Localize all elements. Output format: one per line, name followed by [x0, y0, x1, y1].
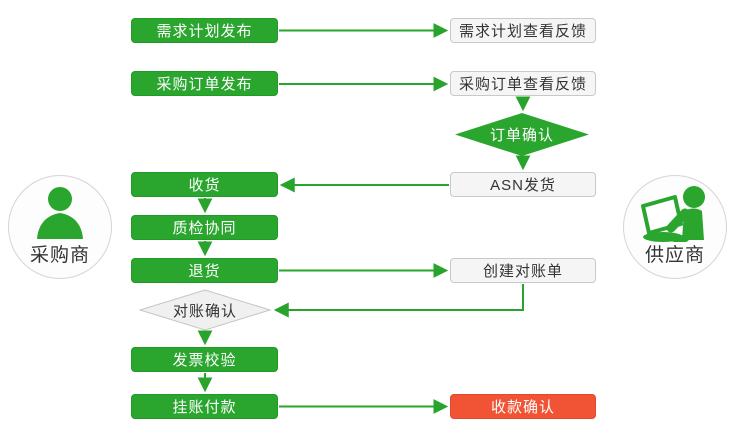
diamond-shape — [455, 113, 589, 156]
supplier-person-laptop-icon — [641, 186, 705, 242]
buyer-actor: 采购商 — [8, 175, 112, 279]
node-demand-plan-publish: 需求计划发布 — [131, 18, 278, 43]
node-receive-goods: 收货 — [131, 172, 278, 197]
node-purchase-order-feedback: 采购订单查看反馈 — [450, 71, 596, 96]
diamond-label: 订单确认 — [489, 127, 554, 144]
node-asn-ship: ASN发货 — [450, 172, 596, 197]
node-invoice-check: 发票校验 — [131, 347, 278, 372]
diamond-shape — [138, 289, 272, 331]
node-return-goods: 退货 — [131, 258, 278, 283]
buyer-label: 采购商 — [29, 245, 90, 266]
node-book-payment: 挂账付款 — [131, 394, 278, 419]
node-order-confirm: 订单确认 — [455, 113, 589, 156]
node-receipt-confirm: 收款确认 — [450, 394, 596, 419]
node-create-statement: 创建对账单 — [450, 258, 596, 283]
node-purchase-order-publish: 采购订单发布 — [131, 71, 278, 96]
node-quality-check: 质检协同 — [131, 215, 278, 240]
edge-statement-to-reconcile — [273, 284, 524, 318]
buyer-person-icon — [37, 187, 83, 239]
node-reconcile-confirm: 对账确认 — [138, 289, 272, 331]
supplier-label: 供应商 — [644, 245, 705, 266]
supplier-actor: 供应商 — [623, 175, 727, 279]
node-demand-plan-feedback: 需求计划查看反馈 — [450, 18, 596, 43]
diamond-label: 对账确认 — [172, 302, 237, 320]
